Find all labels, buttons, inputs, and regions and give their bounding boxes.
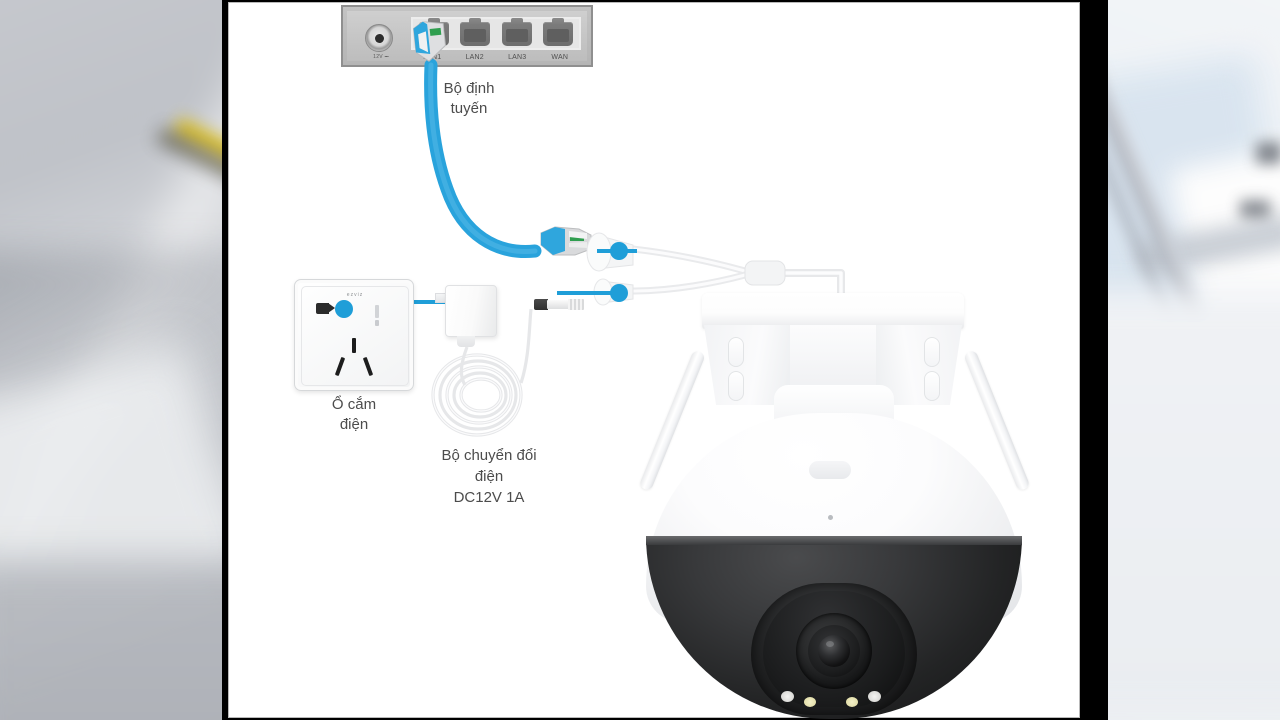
warm-led-2 [846,697,858,707]
router-port-wan [543,17,574,46]
dc-barrel-jack-body [547,300,569,309]
outlet-callout-dot [335,300,353,318]
ir-led-2 [868,691,881,702]
outlet-caption: Ổ cắm điện [264,395,444,435]
pir-sensor [809,461,851,479]
ezviz-camera: EZVIZ [624,293,1044,719]
router-power-jack-label: 12V ⎓ [373,54,389,60]
adapter-caption-line-2: điện [474,468,504,485]
port-label-lan3: LAN3 [508,53,527,61]
outlet-slot-vertical [375,305,379,318]
bracket-screw-slot-4 [924,371,940,401]
warm-led-1 [804,697,816,707]
adapter-caption: Bộ chuyển đổi điện DC12V 1A [359,445,619,508]
wall-power-outlet: ezviz [294,279,414,391]
dc-jack-callout-dot [610,284,628,302]
bracket-screw-slot-1 [728,337,744,367]
dc-barrel-jack-tip [534,299,548,310]
microphone-pinhole-icon [828,515,833,520]
background-right-blurred-photo [1108,0,1280,720]
outlet-slot-vertical-lower [375,320,379,326]
camera-lens [818,635,850,667]
mounting-bracket-plate [702,293,964,329]
outlet-earth-pin [352,338,356,353]
adapter-caption-line-1: Bộ chuyển đổi [441,447,537,464]
port-label-wan: WAN [551,53,569,61]
bracket-screw-slot-3 [924,337,940,367]
dc-jack-callout-line [557,291,621,295]
ir-led-1 [781,691,794,702]
dc-barrel-jack-grip [568,299,584,310]
adapter-caption-line-3: DC12V 1A [453,489,525,506]
background-left-blurred-photo [0,0,222,720]
bracket-screw-slot-2 [728,371,744,401]
diagram-panel: 12V ⎓ LAN1 LAN2 LAN3 WAN Bộ định tuyến [228,2,1080,719]
outlet-switch-icon [316,303,335,314]
router-power-jack-icon [365,24,393,52]
ethernet-plug-router-end [412,21,446,62]
router-port-lan2 [460,17,491,46]
outlet-caption-line-1: Ổ cắm [331,396,377,413]
ethernet-plug-callout-dot [610,242,628,260]
ethernet-plug-camera-end [540,226,592,256]
router-port-lan3 [501,17,532,46]
port-label-lan2: LAN2 [465,53,484,61]
lens-highlight [826,641,834,647]
outlet-inner-frame [301,286,409,386]
outlet-brand-label: ezviz [346,292,364,298]
outlet-caption-line-2: điện [339,416,369,433]
bracket-center-column [790,325,876,389]
adapter-cable-strain-relief [457,336,475,347]
adapter-coiled-cable [431,308,533,437]
